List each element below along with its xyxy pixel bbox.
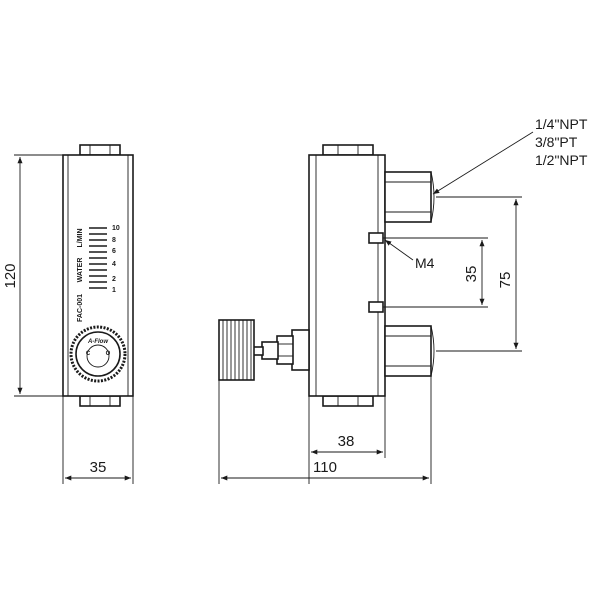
- model-label: FAC-001: [77, 294, 84, 322]
- port-size-callout: 1/4"NPT 3/8"PT 1/2"NPT: [432, 116, 588, 195]
- top-cap: [79, 144, 121, 156]
- fluid-label: WATER: [77, 258, 84, 283]
- dim-height: 120: [2, 154, 63, 397]
- dim-mount-spacing-label: 35: [463, 266, 480, 283]
- dim-front-width-label: 35: [90, 459, 107, 476]
- valve-assembly: [218, 319, 310, 381]
- scale-label-6: 6: [112, 248, 116, 255]
- front-view: 10 8 6 4 2 1 L/MIN WATER FAC-001 A-Flow …: [62, 144, 134, 407]
- flow-scale: 10 8 6 4 2 1: [89, 225, 120, 294]
- top-port: [384, 171, 435, 223]
- dim-total-length-label: 110: [313, 459, 337, 476]
- bottom-cap: [79, 395, 121, 407]
- unit-label: L/MIN: [77, 228, 84, 247]
- port-size-2: 3/8"PT: [535, 134, 578, 150]
- dim-total-length: 110: [218, 376, 432, 484]
- side-top-cap: [322, 144, 374, 156]
- adjust-knob: A-Flow C O: [69, 325, 127, 383]
- mount-stud-upper: [368, 232, 384, 244]
- scale-label-4: 4: [112, 261, 116, 268]
- port-size-1: 1/4"NPT: [535, 116, 588, 132]
- side-view: [218, 144, 435, 407]
- dim-height-label: 120: [2, 263, 19, 288]
- scale-label-2: 2: [112, 276, 116, 283]
- dim-body-depth-label: 38: [338, 433, 355, 450]
- dim-body-depth: 38: [308, 396, 386, 484]
- valve-knob: [218, 319, 255, 381]
- knob-close-mark: C: [86, 351, 91, 357]
- scale-label-8: 8: [112, 237, 116, 244]
- dim-port-spacing: 75: [436, 196, 522, 352]
- dim-port-spacing-label: 75: [497, 272, 514, 289]
- dim-mount-spacing: 35: [383, 237, 488, 308]
- side-bottom-cap: [322, 395, 374, 407]
- dim-front-width: 35: [62, 396, 134, 484]
- mount-thread-label: M4: [415, 255, 435, 271]
- mount-stud-lower: [368, 301, 384, 313]
- knob-open-mark: O: [106, 351, 111, 357]
- scale-label-10: 10: [112, 225, 120, 232]
- side-body: [308, 154, 386, 397]
- knob-brand: A-Flow: [87, 339, 108, 345]
- bottom-port: [384, 325, 435, 377]
- mount-thread-callout: M4: [384, 239, 435, 271]
- scale-label-1: 1: [112, 287, 116, 294]
- port-size-3: 1/2"NPT: [535, 152, 588, 168]
